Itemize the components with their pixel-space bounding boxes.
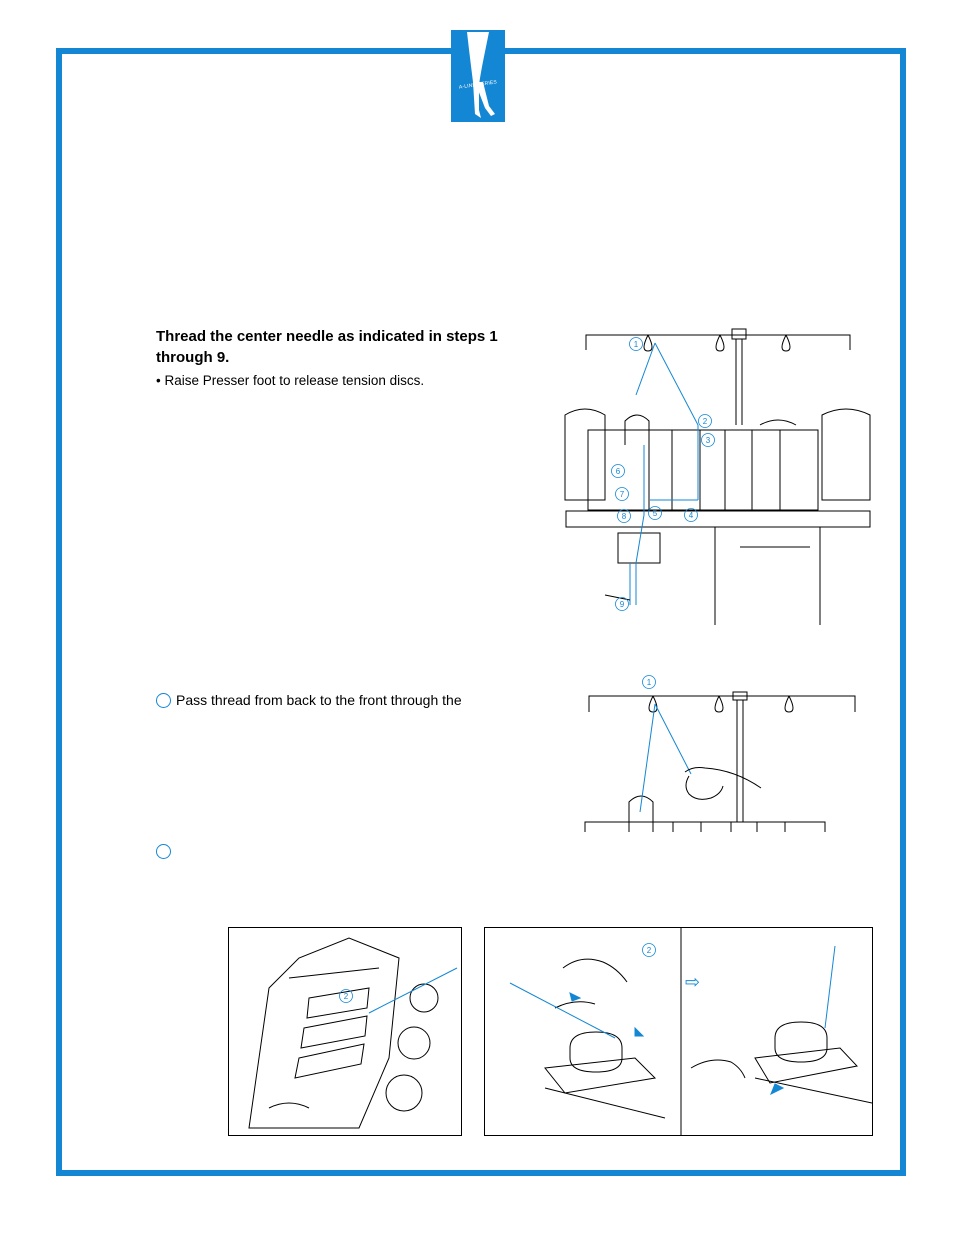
section-title: Thread the center needle as indicated in… [156,328,498,366]
callout-6: 6 [616,467,621,476]
step-1-text: Pass thread from back to the front throu… [176,692,462,708]
callout-5: 5 [653,509,658,518]
callout-9: 9 [620,600,625,609]
thread-guide-diagram: 1 [584,675,856,832]
step1-callout: 1 [647,678,652,687]
overview-callout: 2 [344,992,349,1001]
callout-8: 8 [622,512,627,521]
center-needle-threading-diagram: 1 2 3 4 5 6 7 8 9 [564,328,871,625]
callout-3: 3 [706,436,711,445]
brand-logo: A-LINE SERIES [451,30,505,122]
callout-2: 2 [703,417,708,426]
tension-disc-detail-illustration: 2 ⇨ [509,928,873,1135]
callout-4: 4 [689,511,694,520]
detail-callout: 2 [647,946,652,955]
callout-7: 7 [620,490,625,499]
callout-1: 1 [634,340,639,349]
legs-logo-icon [467,32,495,118]
step-1: Pass thread from back to the front throu… [156,692,462,708]
step-number-circle [156,844,171,859]
step-number-circle [156,692,171,708]
machine-overview-illustration: 2 [248,937,458,1129]
machine-overview-panel: 2 [228,927,462,1136]
tension-disc-detail-panel: 2 ⇨ [484,927,873,1136]
next-arrow-icon: ⇨ [685,972,700,993]
section-note: • Raise Presser foot to release tension … [156,373,425,388]
step-2 [156,844,176,859]
